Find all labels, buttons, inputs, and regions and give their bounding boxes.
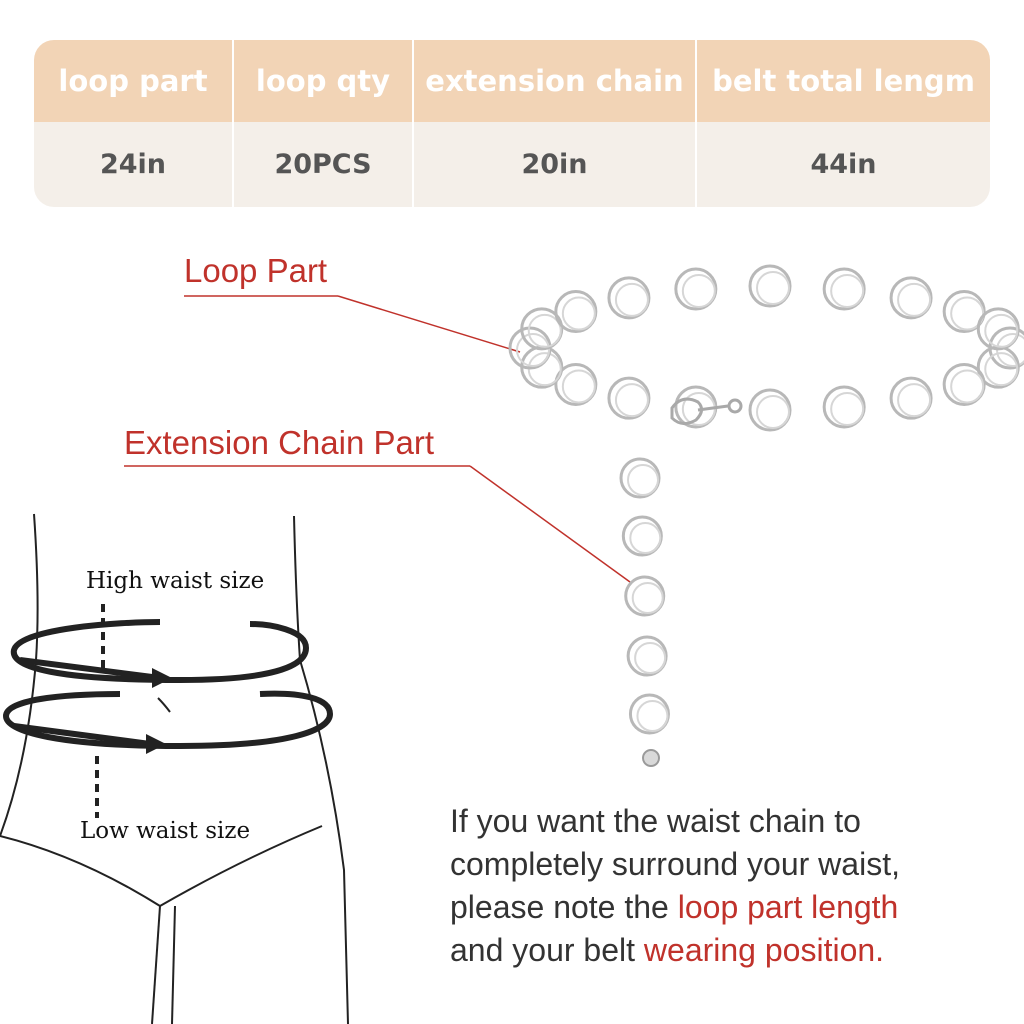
sizing-note-line-3: please note the loop part length xyxy=(450,886,1010,929)
belt-loop-ring-inner xyxy=(614,383,649,418)
belt-loop-ring-inner xyxy=(984,313,1019,348)
belt-loop-ring xyxy=(942,362,986,406)
extension-chain-leader-line xyxy=(124,465,631,583)
sizing-note-line-3-text: please note the xyxy=(450,889,678,925)
belt-loop-ring xyxy=(889,376,933,420)
extension-loop-ring xyxy=(628,693,670,735)
extension-chain-callout: Extension Chain Part xyxy=(124,424,435,461)
belt-loop-ring xyxy=(748,264,792,308)
sizing-note-line-4-text: and your belt xyxy=(450,932,644,968)
spec-header-total-length: belt total lengm xyxy=(712,64,975,98)
extension-loop-ring-inner xyxy=(631,582,664,614)
loop-part-callout: Loop Part xyxy=(184,252,328,289)
belt-loop-ring xyxy=(748,388,792,432)
belt-loop-ring-inner xyxy=(527,313,562,348)
spec-value-extension-chain: 20in xyxy=(414,122,697,207)
belt-loop-ring xyxy=(976,307,1020,351)
belt-loop-ring xyxy=(822,267,866,311)
spec-header-loop-qty: loop qty xyxy=(234,40,414,122)
belt-loop-ring xyxy=(554,362,598,406)
spec-value-loop-part: 24in xyxy=(34,122,234,207)
lobster-clasp xyxy=(670,397,743,425)
belt-loop-ring xyxy=(520,307,564,351)
sizing-note-line-1: If you want the waist chain to xyxy=(450,803,861,839)
low-waist-label: Low waist size xyxy=(80,818,251,844)
belt-loop-ring-inner xyxy=(950,369,985,404)
spec-header-extension-chain: extension chain xyxy=(414,40,697,122)
belt-loop-ring-inner xyxy=(516,333,550,367)
sizing-note-line-4: and your belt wearing position. xyxy=(450,929,1010,972)
belt-loop-ring xyxy=(554,290,598,334)
sizing-note: If you want the waist chain to completel… xyxy=(450,800,1010,972)
low-waist-arrow-icon xyxy=(146,734,166,754)
belt-loop-ring xyxy=(942,290,986,334)
extension-loop-ring xyxy=(619,457,661,499)
belt-loop-ring-inner xyxy=(681,274,716,309)
spec-header-row: loop part loop qty extension chain belt … xyxy=(34,40,990,122)
sizing-note-line-2: completely surround your waist, xyxy=(450,846,900,882)
extension-chain xyxy=(619,457,670,735)
loop-chain-belt xyxy=(508,264,1024,432)
extension-loop-ring-inner xyxy=(636,700,669,732)
belt-loop-ring xyxy=(607,376,651,420)
belt-loop-ring-inner xyxy=(614,282,649,317)
spec-value-loop-qty: 20PCS xyxy=(234,122,414,207)
belt-loop-ring-inner xyxy=(830,391,865,426)
extension-loop-ring xyxy=(621,515,663,557)
belt-loop-ring-inner xyxy=(897,282,932,317)
extension-loop-ring-inner xyxy=(629,522,662,554)
high-waist-label: High waist size xyxy=(86,568,265,594)
belt-loop-ring-inner xyxy=(830,274,865,309)
loop-part-leader-line xyxy=(184,295,521,353)
spec-value-total-length: 44in xyxy=(810,149,877,180)
extension-loop-ring xyxy=(626,635,668,677)
belt-loop-ring-inner xyxy=(756,395,790,429)
belt-loop-ring-inner xyxy=(756,271,790,305)
high-waist-arrow-icon xyxy=(152,668,172,688)
loop-part-length-highlight: loop part length xyxy=(677,889,899,925)
belt-loop-ring xyxy=(607,276,651,320)
wearing-position-highlight: wearing position. xyxy=(643,932,885,968)
belt-loop-ring xyxy=(889,276,933,320)
extension-loop-ring xyxy=(624,575,666,617)
belt-loop-ring-inner xyxy=(984,352,1019,387)
belt-loop-ring-inner xyxy=(897,383,932,418)
extension-loop-ring-inner xyxy=(634,642,667,674)
spec-values-row: 24in 20PCS 20in 44in xyxy=(34,122,990,207)
belt-loop-ring xyxy=(822,385,866,429)
belt-loop-ring-inner xyxy=(561,369,596,404)
belt-loop-ring xyxy=(674,267,718,311)
extension-loop-ring-inner xyxy=(627,464,659,496)
spec-table: loop part loop qty extension chain belt … xyxy=(34,40,990,207)
spec-header-loop-part: loop part xyxy=(34,40,234,122)
belt-loop-ring-inner xyxy=(561,296,596,331)
chain-end-bead xyxy=(642,749,660,767)
high-waist-ring xyxy=(10,619,310,683)
low-waist-ring xyxy=(2,690,334,749)
